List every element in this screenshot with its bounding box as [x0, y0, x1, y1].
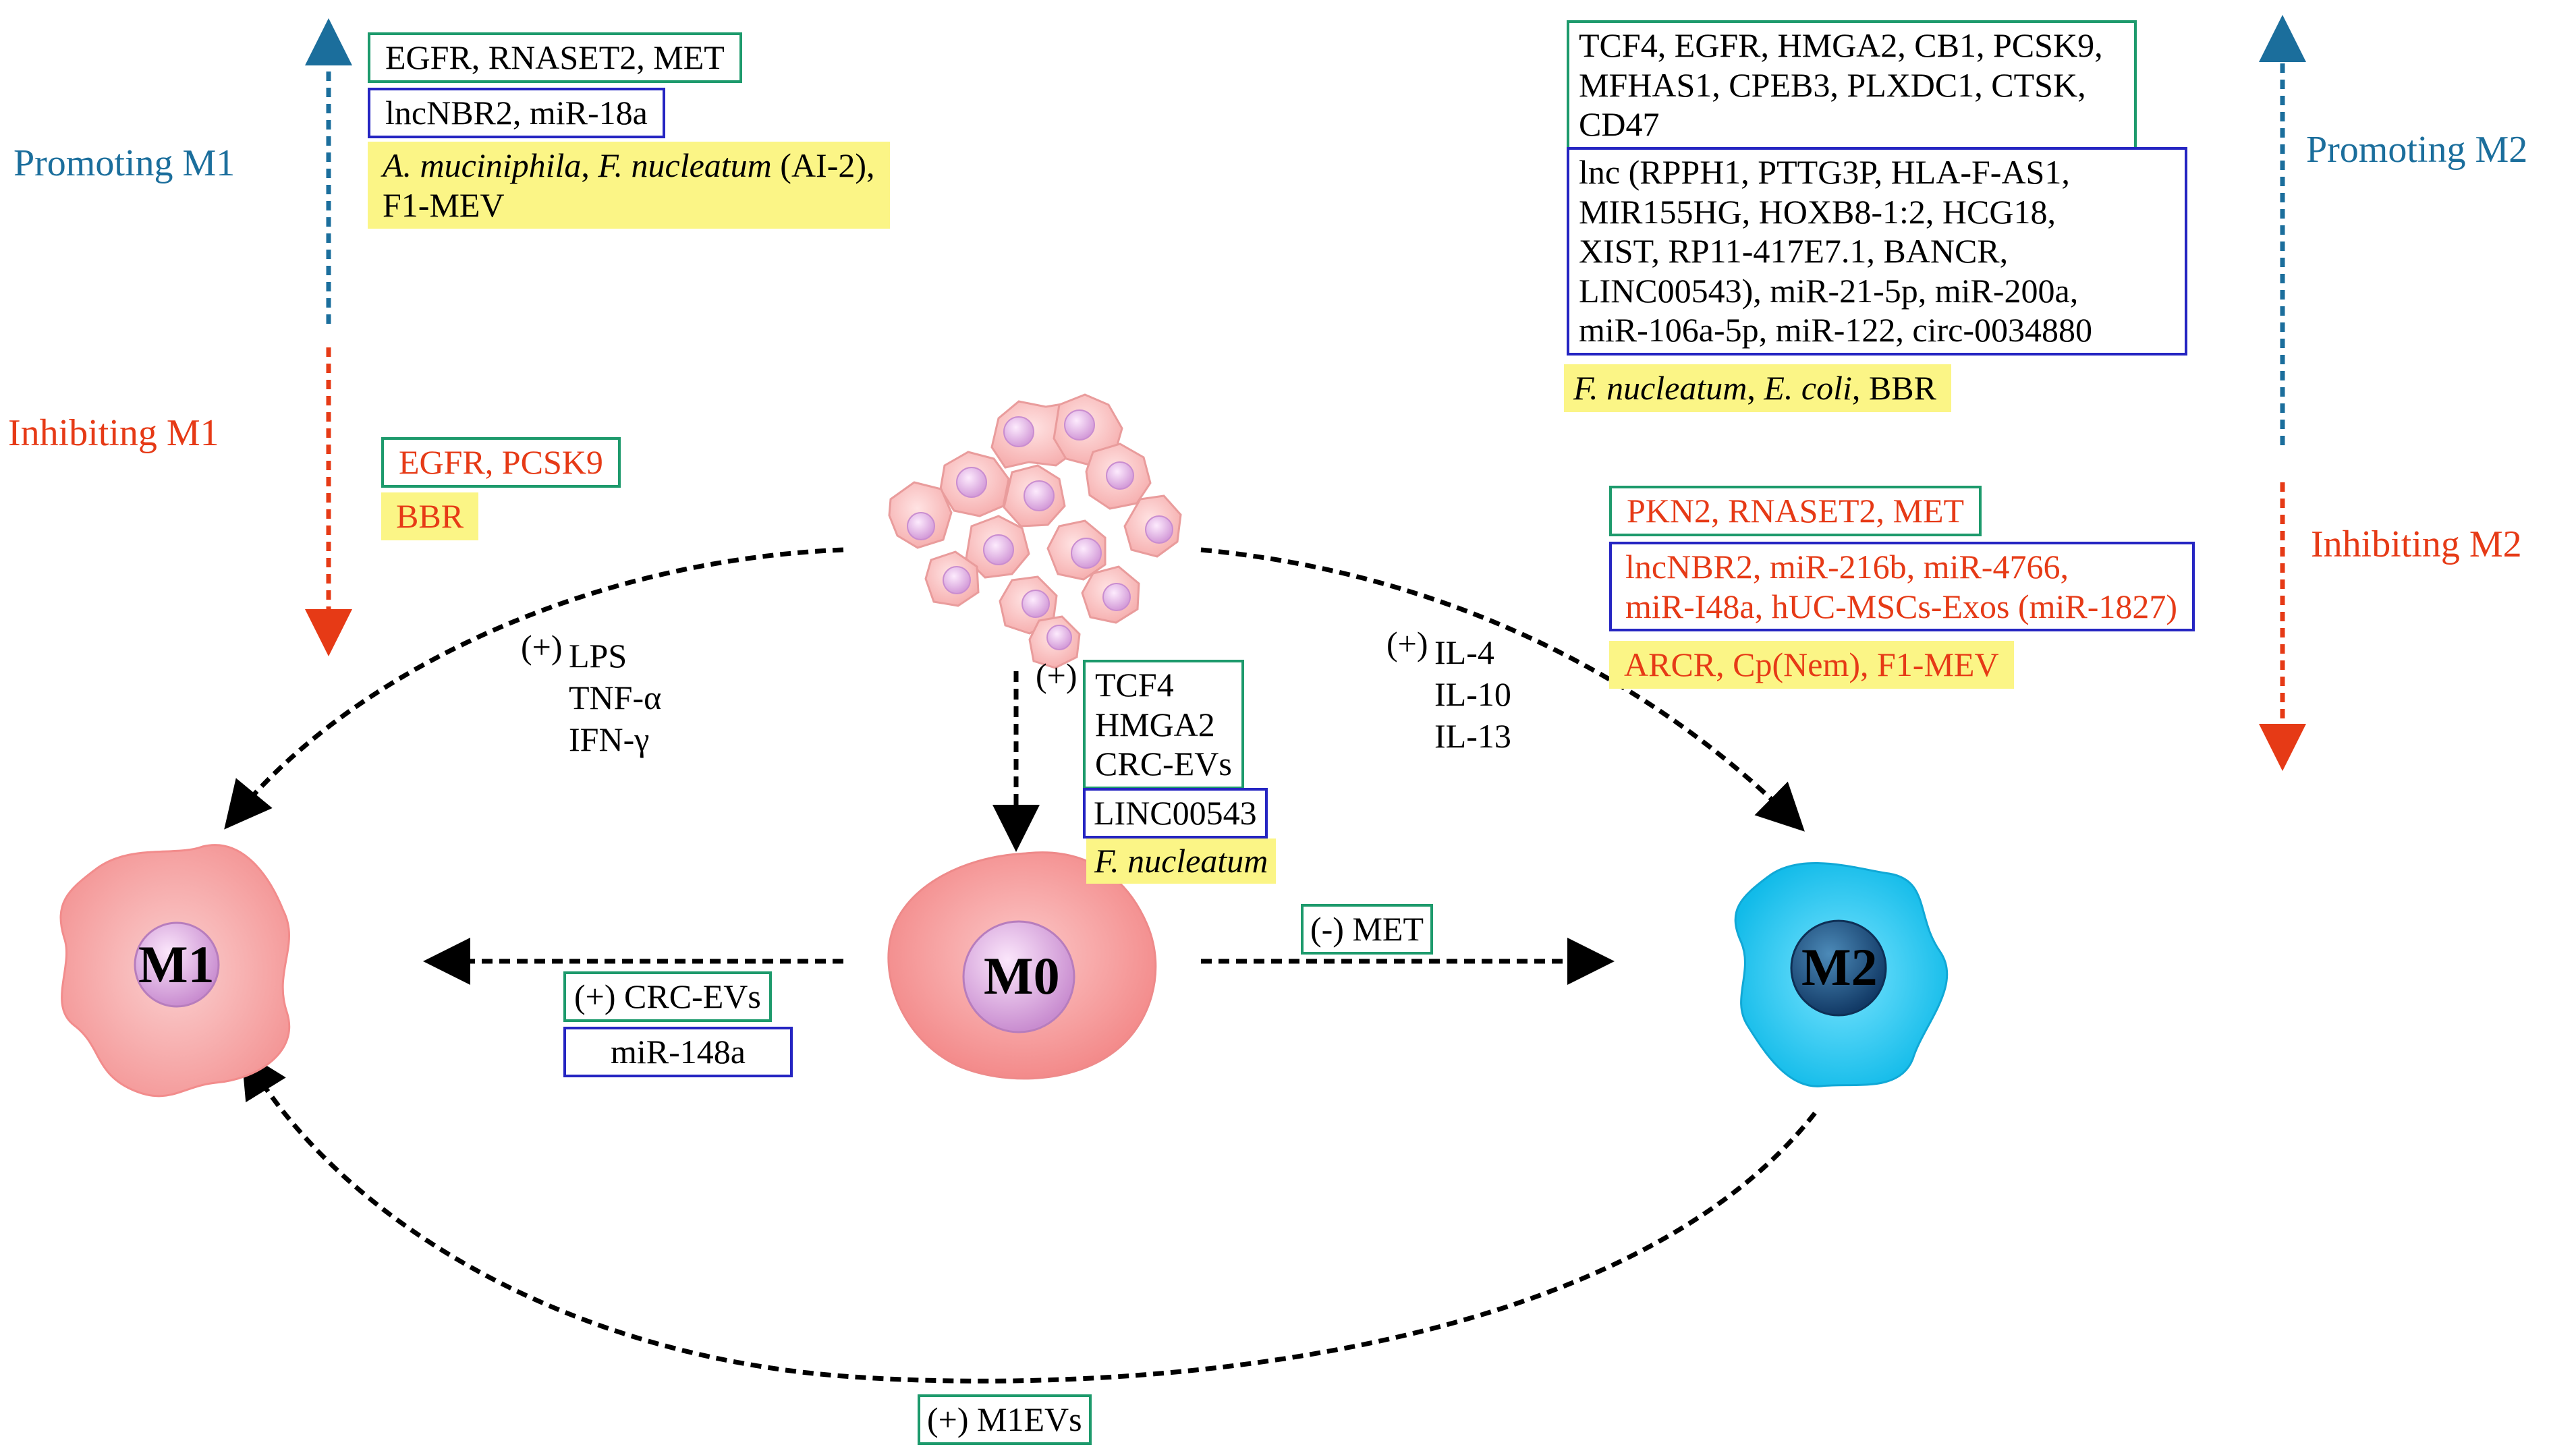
microbe-f-nucleatum: F. nucleatum [1573, 369, 1747, 407]
to-m2-factor-il4: IL-4 [1434, 633, 1494, 671]
to-m0-microbe: F. nucleatum [1086, 839, 1277, 884]
inhibiting-m1-label: Inhibiting M1 [8, 412, 219, 454]
to-m0-ncrna-box: LINC00543 [1083, 788, 1268, 839]
to-m1-factor-tnf: TNF-α [569, 679, 662, 716]
to-m0-genes-box: TCF4 HMGA2 CRC-EVs [1083, 660, 1244, 789]
inhibiting-m2-label: Inhibiting M2 [2311, 523, 2522, 565]
m1-promote-genes-box: EGFR, RNASET2, MET [368, 32, 742, 83]
microbe-f-nucleatum: F. nucleatum [598, 146, 772, 184]
m0-to-m1-genes-box: (+) CRC-EVs [563, 971, 772, 1022]
m2-promote-genes-box: TCF4, EGFR, HMGA2, CB1, PCSK9, MFHAS1, C… [1567, 20, 2137, 150]
to-m2-factor-il10: IL-10 [1434, 675, 1511, 713]
microbe-a-muciniphila: A. muciniphila [383, 146, 582, 184]
m2-label: M2 [1801, 938, 1878, 996]
m2-inhibit-other: ARCR, Cp(Nem), F1-MEV [1609, 641, 2014, 689]
m0-to-m2-box: (-) MET [1301, 904, 1433, 955]
m1-nucleus [134, 921, 220, 1008]
m2-promote-microbes: F. nucleatum, E. coli, BBR [1564, 364, 1951, 412]
microbe-e-coli: E. coli [1764, 369, 1852, 407]
to-m2-plus: (+) [1387, 625, 1428, 662]
to-m0-plus: (+) [1036, 656, 1077, 694]
m2-to-m1-arrow [241, 1050, 1817, 1384]
m1-inhibit-other: BBR [381, 492, 479, 540]
to-m1-plus: (+) [521, 628, 563, 666]
m2-to-m1-box: (+) M1EVs [918, 1394, 1092, 1445]
m0-to-m1-ncrna-box: miR-148a [563, 1027, 793, 1077]
tumor-nuclei [907, 409, 1173, 650]
to-m2-factor-il13: IL-13 [1434, 717, 1511, 755]
tumor-to-m2-arrow [1200, 547, 1805, 832]
m2-nucleus [1790, 919, 1887, 1017]
m2-inhibit-genes-box: PKN2, RNASET2, MET [1609, 486, 1982, 536]
promoting-m2-label: Promoting M2 [2306, 129, 2528, 171]
to-m1-factor-ifn: IFN-γ [569, 720, 650, 758]
m2-promote-ncrna-box: lnc (RPPH1, PTTG3P, HLA-F-AS1, MIR155HG,… [1567, 147, 2187, 356]
m1-promote-ncrna-box: lncNBR2, miR-18a [368, 88, 665, 138]
m1-label: M1 [138, 935, 215, 994]
tumor-to-m1-arrow [224, 547, 844, 830]
m2-inhibit-ncrna-box: lncNBR2, miR-216b, miR-4766, miR-I48a, h… [1609, 542, 2195, 631]
m1-inhibit-genes-box: EGFR, PCSK9 [381, 437, 621, 488]
m0-nucleus [962, 920, 1075, 1033]
m0-label: M0 [984, 946, 1060, 1005]
promoting-m1-label: Promoting M1 [13, 142, 235, 184]
m1-promote-microbes: A. muciniphila, F. nucleatum (AI-2), F1-… [368, 142, 890, 229]
to-m1-factor-lps: LPS [569, 637, 627, 675]
